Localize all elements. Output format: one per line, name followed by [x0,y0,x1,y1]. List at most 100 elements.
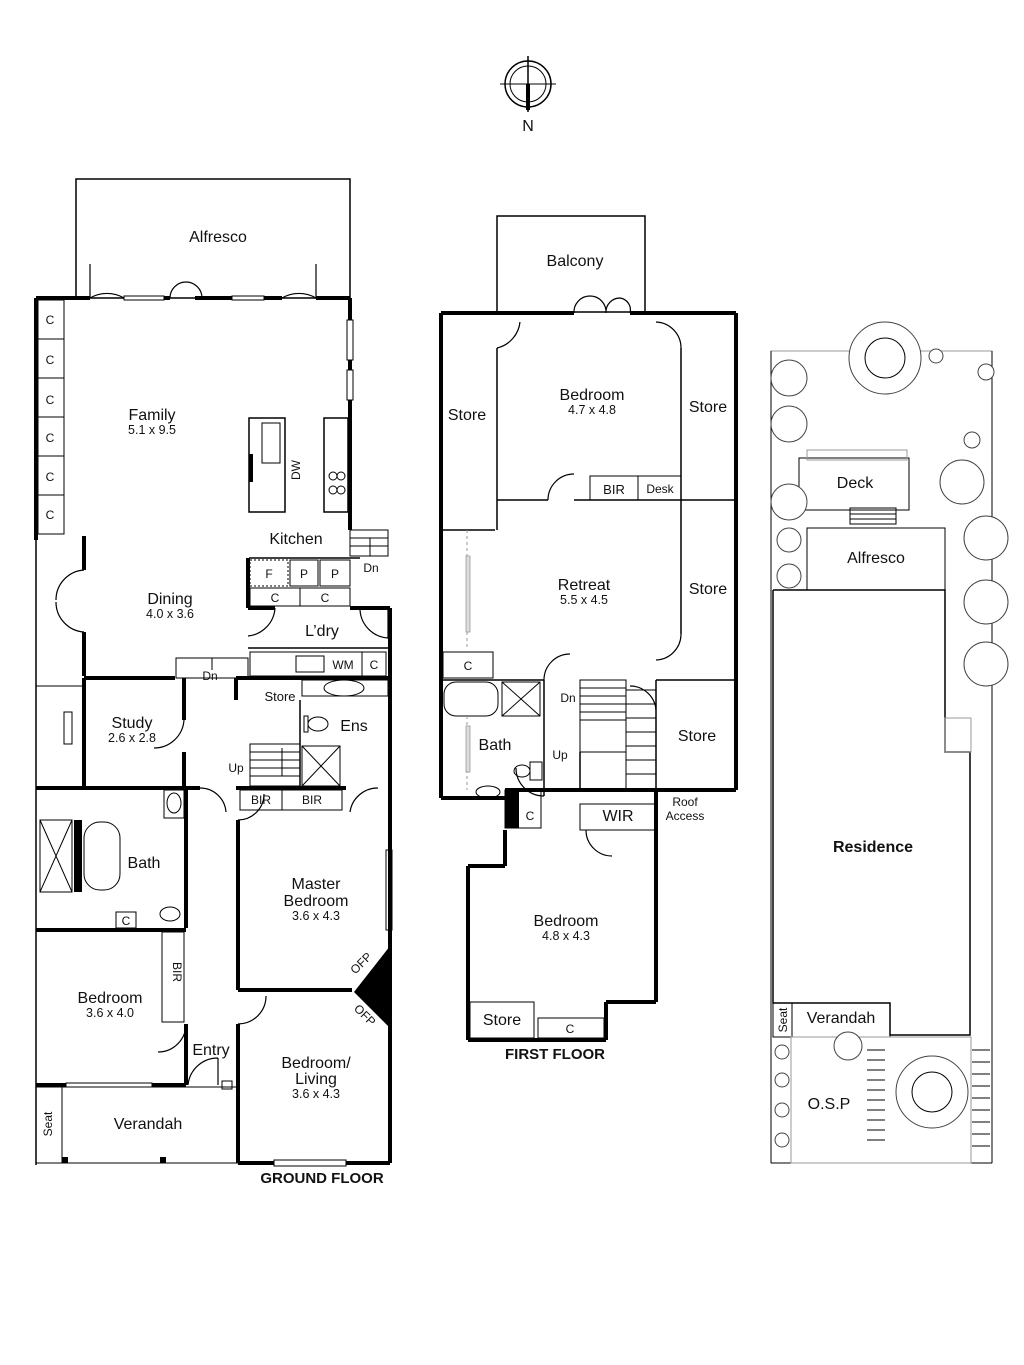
room-alfresco: Alfresco [189,229,247,246]
first-floor-plan: BIR Desk C [439,215,738,1063]
room-balcony: Balcony [547,253,604,270]
cupboard-label: C [46,353,55,367]
room-bedroom-bottom: Bedroom [534,913,599,930]
tree-symbol [774,1102,790,1118]
pantry-label: P [331,567,339,581]
room-bath: Bath [128,855,161,872]
dishwasher-label: DW [289,459,303,480]
fridge-label: F [265,567,272,581]
stairs-up-label: Up [228,761,244,775]
room-store: Store [689,399,727,416]
tree-symbol [770,405,808,443]
first-floor-title: FIRST FLOOR [505,1046,605,1063]
bir-label: BIR [603,482,625,497]
room-laundry: L’dry [305,623,339,640]
site-seat: Seat [776,1007,790,1032]
stairs-down-label: Dn [363,561,378,575]
tree-symbol [776,563,802,589]
room-verandah: Verandah [114,1116,183,1133]
room-roof-access-line1: Roof [672,795,698,809]
room-bedroom-bottom-dims: 4.8 x 4.3 [542,929,590,943]
room-store: Store [483,1012,521,1029]
room-study: Study [112,715,153,732]
room-store: Store [678,728,716,745]
room-bedroom-dims: 3.6 x 4.0 [86,1006,134,1020]
tree-symbol [963,515,1009,561]
cupboard-label: C [271,591,280,605]
tree-symbol [963,641,1009,687]
cupboard-label: C [370,658,379,672]
room-bedroom: Bedroom [78,990,143,1007]
room-store: Store [689,581,727,598]
desk-label: Desk [646,482,674,496]
room-study-dims: 2.6 x 2.8 [108,731,156,745]
tree-symbol [833,1031,863,1061]
room-bedroom-living-line2: Living [295,1071,337,1088]
cupboard-label: C [566,1022,575,1036]
room-master-bedroom-dims: 3.6 x 4.3 [292,909,340,923]
site-osp: O.S.P [808,1096,851,1113]
room-bedroom-top: Bedroom [560,387,625,404]
site-plan: Deck Alfresco Residence Verandah O.S.P S… [770,321,1009,1164]
site-alfresco: Alfresco [847,550,905,567]
cupboard-label: C [526,809,535,823]
site-verandah: Verandah [807,1010,876,1027]
room-dining-dims: 4.0 x 3.6 [146,607,194,621]
room-dining: Dining [147,591,192,608]
tree-symbol [895,1055,969,1129]
tree-symbol [774,1132,790,1148]
north-compass: N [500,56,556,135]
site-deck: Deck [837,475,874,492]
tree-symbol [776,527,802,553]
room-family: Family [128,407,175,424]
washing-machine-label: WM [332,658,353,672]
room-store: Store [264,689,295,704]
tree-symbol [848,321,922,395]
stairs-up-label: Up [552,748,568,762]
ground-floor-plan: C C C C C C DW Dn [34,178,393,1187]
compass-label: N [522,118,534,135]
room-bath: Bath [479,737,512,754]
cupboard-label: C [46,470,55,484]
tree-symbol [939,459,985,505]
seat-label: Seat [41,1111,55,1136]
bir-label: BIR [251,793,271,807]
tree-symbol [928,348,944,364]
room-ensuite: Ens [340,718,368,735]
room-bedroom-living-dims: 3.6 x 4.3 [292,1087,340,1101]
cupboard-label: C [46,393,55,407]
tree-symbol [963,579,1009,625]
room-roof-access-line2: Access [666,809,705,823]
tree-symbol [774,1044,790,1060]
room-entry: Entry [192,1042,229,1059]
room-master-bedroom-line2: Bedroom [284,893,349,910]
cupboard-label: C [464,659,473,673]
cupboard-label: C [321,591,330,605]
tree-symbol [774,1072,790,1088]
room-retreat-dims: 5.5 x 4.5 [560,593,608,607]
bir-label: BIR [302,793,322,807]
cupboard-label: C [46,313,55,327]
tree-symbol [963,431,981,449]
stairs-down-label: Dn [202,669,217,683]
tree-symbol [770,483,808,521]
room-master-bedroom-line1: Master [292,876,342,893]
tree-symbol [770,359,808,397]
room-retreat: Retreat [558,577,611,594]
cupboard-label: C [46,431,55,445]
room-wir: WIR [602,808,633,825]
room-bedroom-top-dims: 4.7 x 4.8 [568,403,616,417]
bir-label: BIR [170,962,184,982]
room-kitchen: Kitchen [269,531,322,548]
stairs-down-label: Dn [560,691,575,705]
cupboard-label: C [46,508,55,522]
ground-floor-title: GROUND FLOOR [260,1170,383,1187]
room-store: Store [448,407,486,424]
site-residence: Residence [833,839,913,856]
tree-symbol [977,363,995,381]
cupboard-label: C [122,914,131,928]
room-family-dims: 5.1 x 9.5 [128,423,176,437]
room-bedroom-living-line1: Bedroom/ [281,1055,351,1072]
pantry-label: P [300,567,308,581]
